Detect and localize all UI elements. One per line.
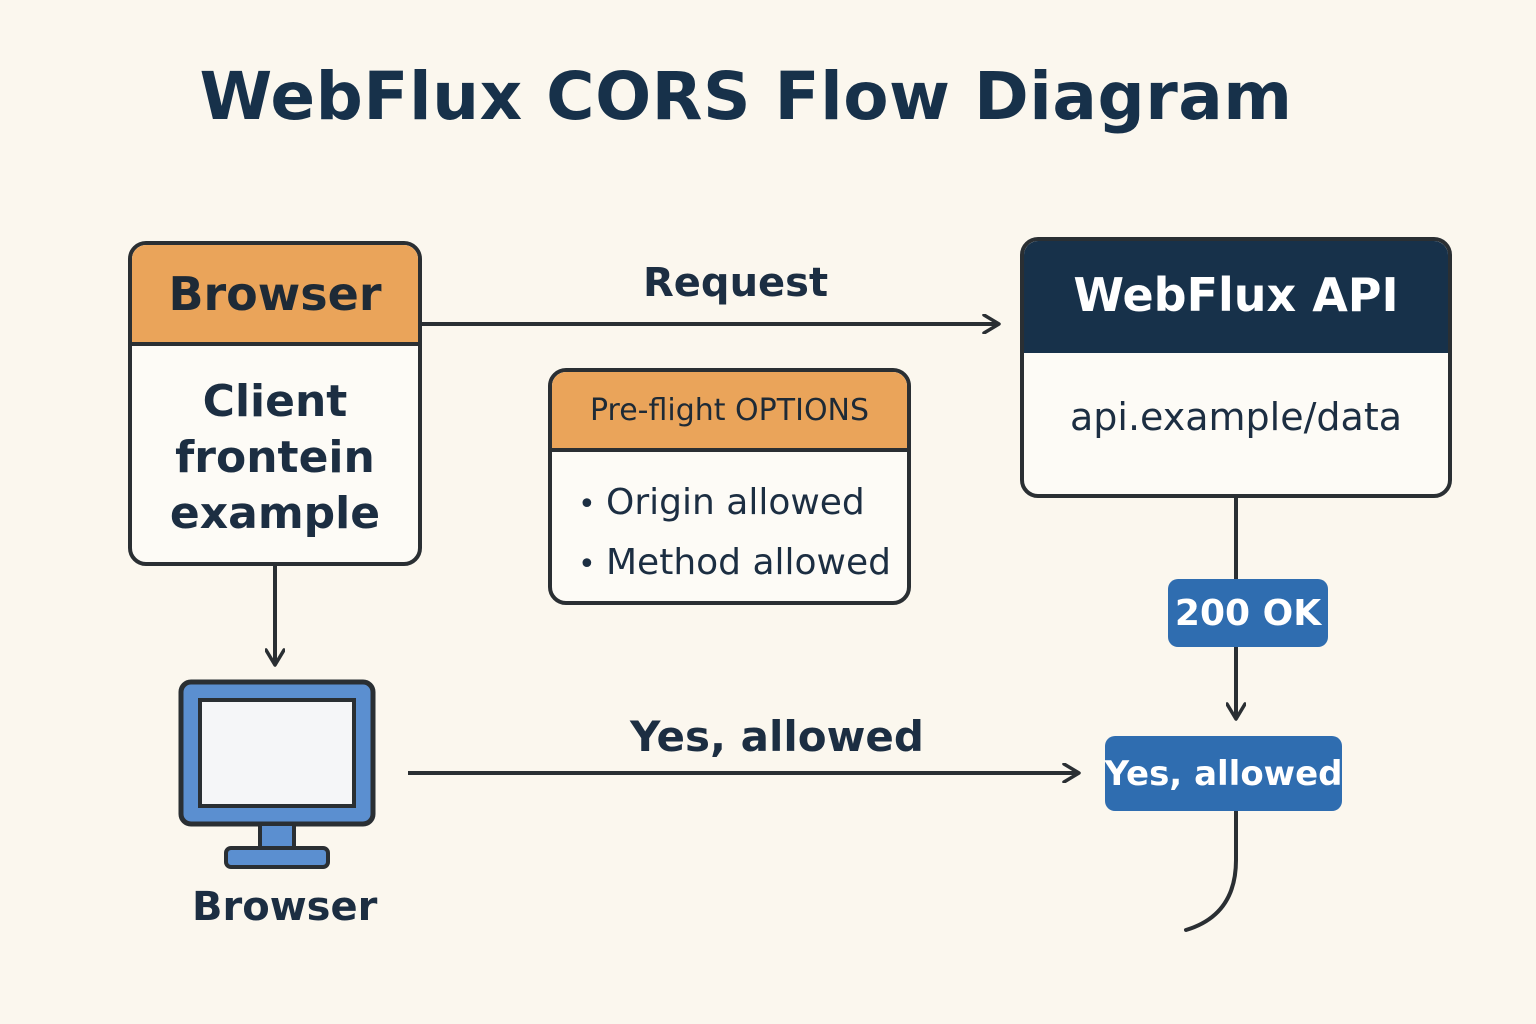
response-tail-curve xyxy=(1184,809,1238,932)
request-label: Request xyxy=(643,260,829,306)
monitor-caption: Browser xyxy=(192,884,378,930)
diagram-title: WebFlux CORS Flow Diagram xyxy=(199,58,1293,135)
allowed-response-badge: Yes, allowed xyxy=(1105,736,1342,811)
browser-box: Browser Client frontein example xyxy=(128,241,422,566)
browser-box-line: frontein xyxy=(175,432,375,483)
browser-box-header: Browser xyxy=(132,245,418,346)
preflight-header: Pre-flight OPTIONS xyxy=(552,372,907,452)
status-200-badge: 200 OK xyxy=(1168,579,1328,647)
allowed-arrow-label: Yes, allowed xyxy=(630,712,924,761)
browser-box-body: Client frontein example xyxy=(132,346,418,542)
preflight-item: • Method allowed xyxy=(578,534,907,594)
preflight-item-text: Method allowed xyxy=(606,542,891,583)
api-endpoint: api.example/data xyxy=(1070,395,1402,439)
desktop-monitor-icon xyxy=(178,679,376,869)
preflight-options-box: Pre-flight OPTIONS • Origin allowed • Meth… xyxy=(548,368,911,605)
browser-box-line: example xyxy=(169,488,381,539)
api-box-header: WebFlux API xyxy=(1024,241,1448,353)
preflight-item-text: Origin allowed xyxy=(606,482,865,523)
preflight-item: • Origin allowed xyxy=(578,474,907,534)
webflux-api-box: WebFlux API api.example/data xyxy=(1020,237,1452,498)
preflight-list: • Origin allowed • Method allowed xyxy=(552,452,907,594)
browser-box-line: Client xyxy=(202,376,348,427)
bullet-icon: • xyxy=(578,547,596,582)
bullet-icon: • xyxy=(578,487,596,522)
